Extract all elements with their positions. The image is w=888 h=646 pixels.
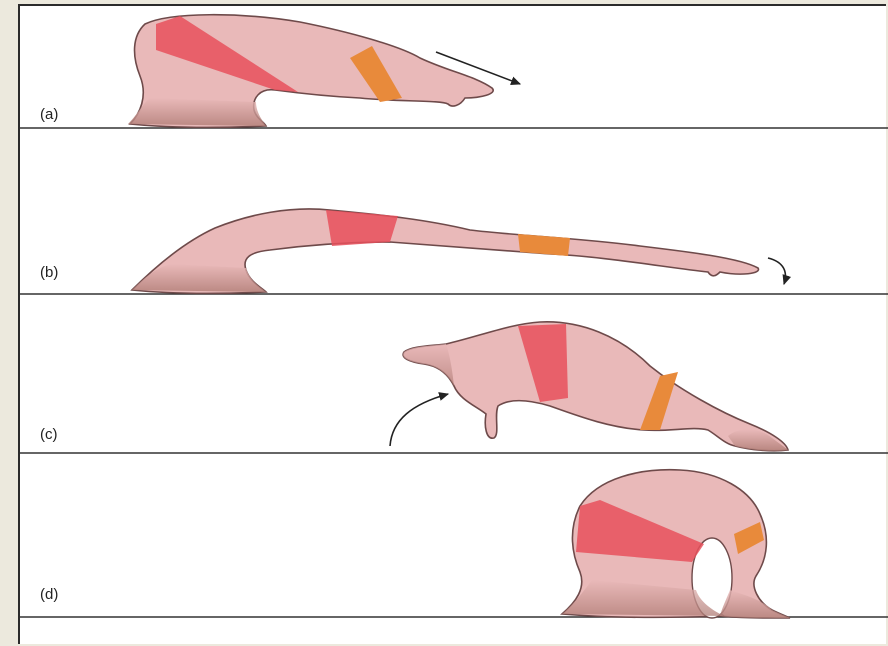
panel-a [20,15,888,128]
body-c [403,322,788,451]
panel-label-b: (b) [40,264,58,281]
panel-c [20,322,888,453]
muscle-red-b [326,210,398,246]
foot-a [128,98,266,126]
panel-label-a: (a) [40,106,58,123]
foot-b [132,264,266,292]
diagram-frame: (a) (b) (c) (d) [18,4,886,644]
diagram-canvas [20,6,888,646]
arrow-b [768,258,785,284]
panel-label-c: (c) [40,426,58,443]
panel-label-d: (d) [40,586,58,603]
panel-d [20,470,888,618]
panel-b [20,209,888,294]
arrow-c [390,394,448,446]
